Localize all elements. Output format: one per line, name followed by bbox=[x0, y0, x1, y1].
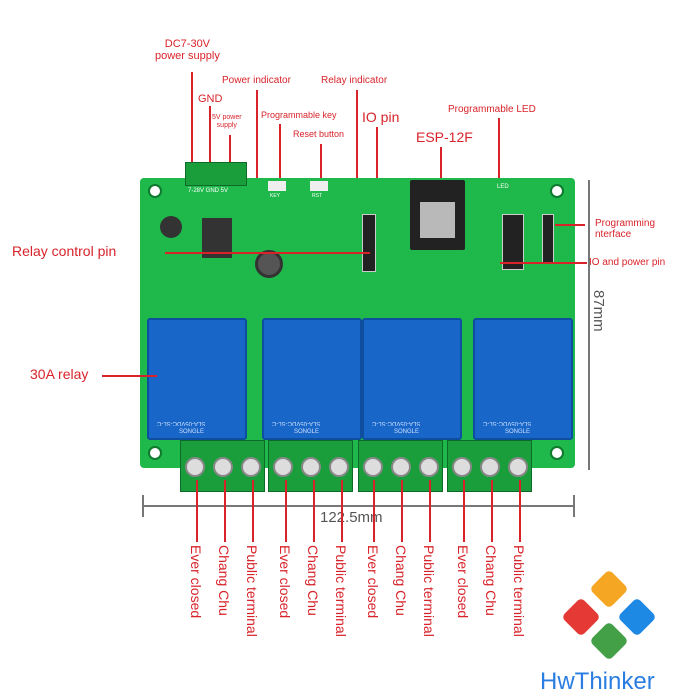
io-pin-label: IO pin bbox=[362, 109, 400, 125]
terminal-label: Public terminal bbox=[244, 545, 260, 637]
reset-button[interactable] bbox=[310, 181, 328, 191]
programming-interface-label: Programming nterface bbox=[595, 218, 656, 240]
terminal-block-1 bbox=[180, 440, 265, 492]
io-header bbox=[362, 214, 376, 272]
leader-line bbox=[102, 375, 157, 377]
leader-line bbox=[224, 480, 226, 542]
leader-line bbox=[463, 480, 465, 542]
leader-line bbox=[498, 118, 500, 183]
logo-icon bbox=[561, 569, 657, 665]
leader-line bbox=[500, 262, 587, 264]
key-text: KEY bbox=[270, 193, 281, 199]
rst-text: RST bbox=[312, 193, 322, 199]
esp-12f-module bbox=[410, 180, 465, 250]
capacitor bbox=[160, 216, 182, 238]
leader-line bbox=[429, 480, 431, 542]
relay-indicator-label: Relay indicator bbox=[321, 75, 388, 86]
power-terminal-text: 7-28V GND 5V bbox=[188, 188, 229, 194]
power-indicator-label: Power indicator bbox=[222, 75, 291, 86]
height-dimension: 87mm bbox=[590, 290, 607, 332]
power-terminal bbox=[185, 162, 247, 186]
width-dimension: 122.5mm bbox=[320, 509, 383, 526]
leader-line bbox=[196, 480, 198, 542]
leader-line bbox=[229, 135, 231, 167]
io-power-pin-label: IO and power pin bbox=[589, 257, 666, 268]
height-dimension-line bbox=[588, 180, 590, 470]
terminal-label: Ever closed bbox=[455, 545, 471, 619]
leader-line bbox=[320, 144, 322, 186]
led-text: LED bbox=[497, 184, 509, 190]
leader-line bbox=[341, 480, 343, 542]
terminal-block-4 bbox=[447, 440, 532, 492]
leader-line bbox=[285, 480, 287, 542]
io-power-header bbox=[502, 214, 524, 270]
leader-line bbox=[491, 480, 493, 542]
terminal-label: Public terminal bbox=[421, 545, 437, 637]
terminal-block-2 bbox=[268, 440, 353, 492]
terminal-label: Ever closed bbox=[188, 545, 204, 619]
mount-hole bbox=[550, 446, 564, 460]
30a-relay-label: 30A relay bbox=[30, 366, 89, 382]
terminal-label: Chang Chu bbox=[216, 545, 232, 616]
terminal-label: Public terminal bbox=[511, 545, 527, 637]
leader-line bbox=[252, 480, 254, 542]
programmable-key-label: Programmable key bbox=[261, 110, 337, 120]
mount-hole bbox=[550, 184, 564, 198]
terminal-label: Public terminal bbox=[333, 545, 349, 637]
terminal-label: Chang Chu bbox=[483, 545, 499, 616]
5v-label: 5V power supply bbox=[212, 114, 242, 129]
relay-control-pin-label: Relay control pin bbox=[12, 243, 117, 259]
gnd-label: GND bbox=[198, 93, 223, 105]
programmable-led-label: Programmable LED bbox=[448, 104, 536, 115]
terminal-label: Ever closed bbox=[277, 545, 293, 619]
reset-button-label: Reset button bbox=[293, 129, 345, 139]
leader-line bbox=[191, 72, 193, 167]
leader-line bbox=[279, 124, 281, 186]
inductor bbox=[255, 250, 283, 278]
logo-text: HwThinker bbox=[540, 668, 655, 695]
key-button[interactable] bbox=[268, 181, 286, 191]
terminal-block-3 bbox=[358, 440, 443, 492]
leader-line bbox=[401, 480, 403, 542]
leader-line bbox=[373, 480, 375, 542]
leader-line bbox=[440, 147, 442, 182]
terminal-label: Chang Chu bbox=[305, 545, 321, 616]
leader-line bbox=[356, 90, 358, 182]
regulator bbox=[202, 218, 232, 258]
terminal-label: Chang Chu bbox=[393, 545, 409, 616]
mount-hole bbox=[148, 184, 162, 198]
leader-line bbox=[519, 480, 521, 542]
width-dimension-line bbox=[142, 505, 575, 507]
dimension-tick bbox=[573, 495, 575, 517]
leader-line bbox=[555, 224, 585, 226]
programming-header bbox=[542, 214, 554, 264]
leader-line bbox=[313, 480, 315, 542]
dc-power-label: DC7-30V power supply bbox=[155, 38, 220, 63]
mount-hole bbox=[148, 446, 162, 460]
dimension-tick bbox=[142, 495, 144, 517]
leader-line bbox=[376, 127, 378, 217]
esp-label: ESP-12F bbox=[416, 129, 473, 145]
leader-line bbox=[209, 106, 211, 166]
terminal-label: Ever closed bbox=[365, 545, 381, 619]
leader-line bbox=[165, 252, 370, 254]
leader-line bbox=[256, 90, 258, 182]
